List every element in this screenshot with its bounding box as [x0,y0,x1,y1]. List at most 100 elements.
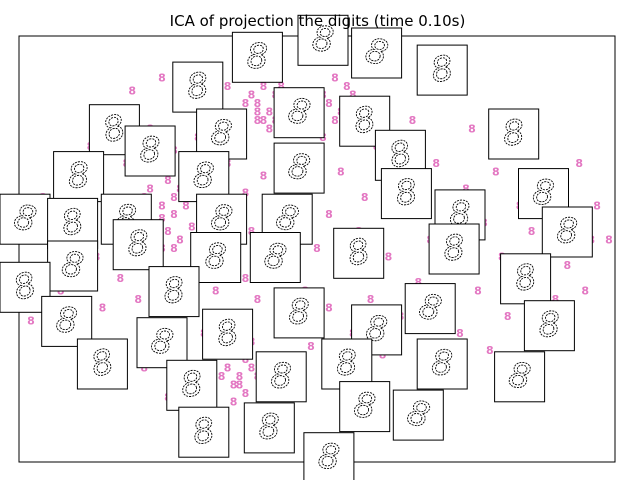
thumbnail-digit-glyph: 8 [192,156,215,197]
data-point: 8 [236,370,244,383]
digit-thumbnail: 8 [339,381,391,433]
digit-thumbnail: 8 [255,351,307,403]
data-point: 8 [99,302,107,315]
thumbnail-digit-glyph: 8 [160,270,187,313]
data-point: 8 [260,114,268,127]
digit-thumbnail: 8 [273,87,325,139]
data-point: 8 [236,378,244,391]
thumbnail-frame [249,232,301,283]
data-point: 8 [552,293,560,306]
digit-thumbnail: 8 [518,168,569,220]
digit-thumbnail: 8 [112,219,164,271]
thumbnail-digit-glyph: 8 [258,407,281,448]
data-point: 8 [325,97,333,110]
data-point: 8 [528,225,536,238]
thumbnail-frame [428,223,480,275]
thumbnail-frame [273,87,325,139]
digit-thumbnail: 8 [190,232,242,283]
thumbnail-digit-glyph: 8 [126,223,150,264]
thumbnail-frame [351,27,403,79]
thumbnail-digit-glyph: 8 [270,356,292,396]
data-point: 8 [456,327,464,340]
digit-thumbnail: 8 [178,151,230,203]
thumbnail-frame [202,308,254,360]
thumbnail-digit-glyph: 8 [209,113,233,154]
thumbnail-frame [41,295,93,347]
thumbnail-frame [53,151,105,203]
digit-thumbnail: 8 [488,108,540,160]
data-point: 8 [337,165,345,178]
data-point: 8 [158,72,166,85]
thumbnail-frame [500,253,552,305]
digit-thumbnail: 8 [76,338,128,390]
digit-thumbnail: 8 [392,389,444,441]
data-point: 8 [242,187,250,200]
thumbnail-frame [76,338,128,390]
digit-thumbnail: 8 [416,338,468,390]
data-point: 8 [277,80,285,93]
data-point: 8 [242,387,250,400]
digit-thumbnail: 8 [500,253,552,305]
data-point: 8 [254,97,262,110]
thumbnail-digit-glyph: 8 [393,172,421,215]
thumbnail-frame [0,193,51,245]
thumbnail-frame [273,287,325,339]
data-point: 8 [170,242,178,255]
digit-thumbnail: 8 [47,240,99,292]
data-point: 8 [146,182,154,195]
thumbnail-frame [333,227,385,279]
thumbnail-frame [303,432,355,484]
digit-thumbnail: 8 [273,142,325,194]
digit-thumbnail: 8 [166,359,218,411]
data-point: 8 [409,114,417,127]
thumbnail-frame [172,61,224,113]
thumbnail-frame [255,351,307,403]
thumbnail-frame [392,389,444,441]
digit-thumbnail: 8 [202,308,254,360]
thumbnail-frame [494,351,546,403]
digit-thumbnail: 8 [303,432,355,484]
data-point: 8 [164,225,172,238]
thumbnail-frame [541,206,593,258]
data-point: 8 [349,89,357,102]
thumbnail-digit-glyph: 8 [441,227,467,269]
data-point: 8 [248,361,256,374]
data-point: 8 [605,234,613,247]
thumbnail-frame [166,359,218,411]
data-point: 8 [575,157,583,170]
thumbnail-frame [321,338,373,390]
data-point: 8 [367,293,375,306]
thumbnail-digit-glyph: 8 [538,305,562,346]
thumbnail-digit-glyph: 8 [352,385,378,427]
data-point: 8 [260,80,268,93]
data-point: 8 [248,225,256,238]
data-point: 8 [230,378,238,391]
thumbnail-frame [416,44,468,96]
data-point: 8 [468,123,476,136]
digit-thumbnail: 8 [53,151,105,203]
data-point: 8 [212,285,220,298]
digit-thumbnail: 8 [273,287,325,339]
data-point: 8 [313,242,321,255]
data-point: 8 [474,285,482,298]
data-point: 8 [462,182,470,195]
data-point: 8 [343,80,351,93]
digit-thumbnail: 8 [404,283,456,335]
data-point: 8 [307,340,315,353]
data-point: 8 [563,259,571,272]
thumbnail-frame [339,381,391,433]
data-point: 8 [230,395,238,408]
thumbnail-digit-glyph: 8 [246,37,268,77]
digit-thumbnail: 8 [321,338,373,390]
data-point: 8 [593,199,601,212]
data-point: 8 [27,314,35,327]
thumbnail-frame [178,406,230,458]
data-point: 8 [254,106,262,119]
data-point: 8 [260,170,268,183]
digit-thumbnail: 8 [148,266,200,318]
digit-thumbnail: 8 [428,223,480,275]
data-point: 8 [242,272,250,285]
